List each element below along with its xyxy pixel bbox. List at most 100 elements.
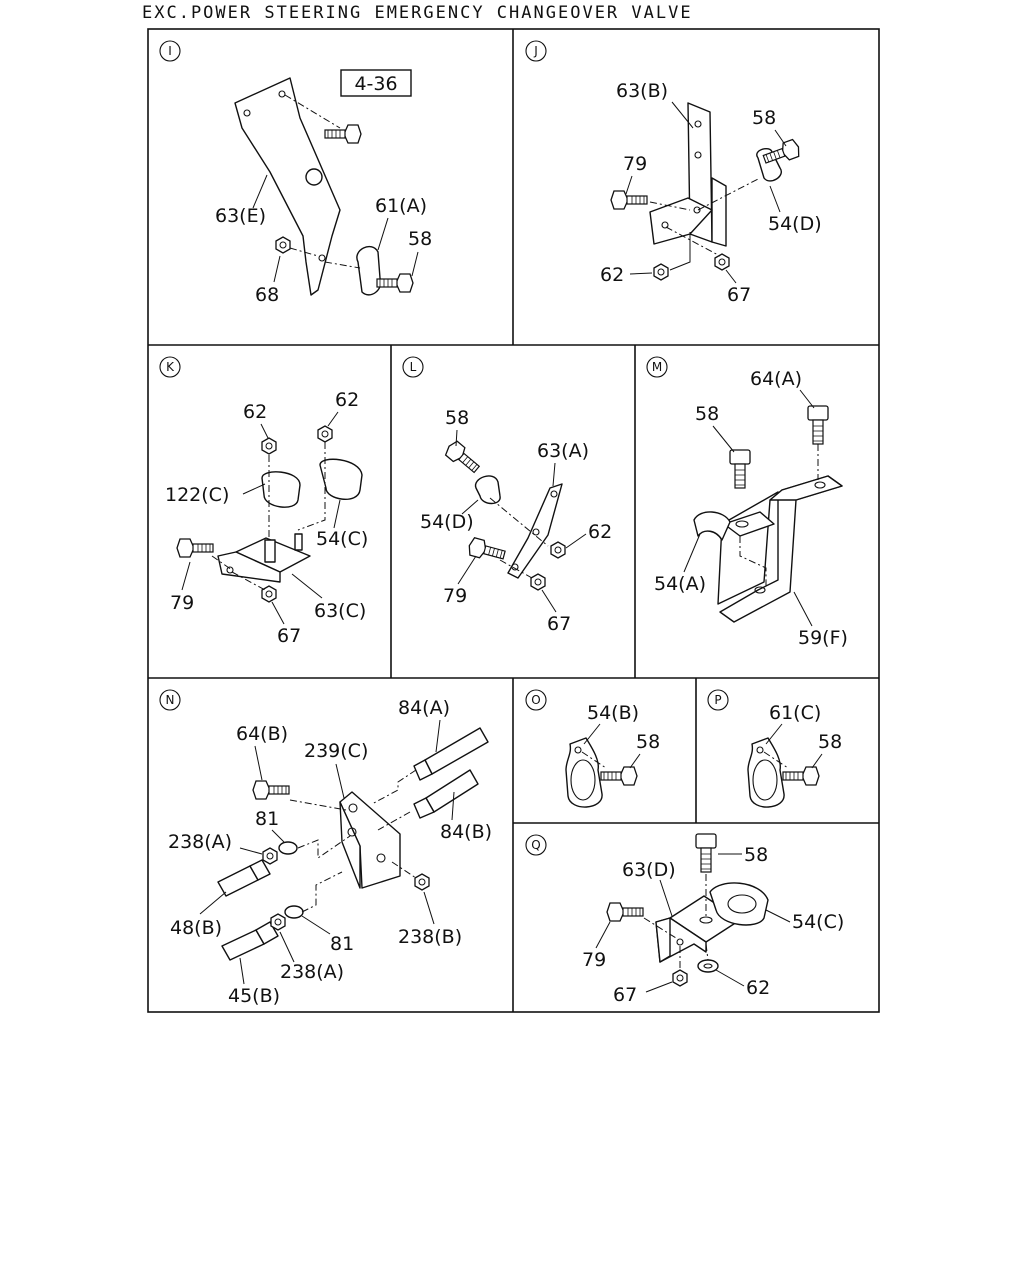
label-79: 79 [443, 585, 467, 607]
label-238B: 238(B) [398, 926, 462, 948]
label-79: 79 [170, 592, 194, 614]
label-64B: 64(B) [236, 723, 288, 745]
label-58: 58 [695, 403, 719, 425]
label-63B: 63(B) [616, 80, 668, 102]
label-48B: 48(B) [170, 917, 222, 939]
nut-icon [270, 913, 286, 931]
label-68: 68 [255, 284, 279, 306]
label-58: 58 [445, 407, 469, 429]
label-63D: 63(D) [622, 859, 676, 881]
nut-icon [550, 541, 566, 559]
label-61A: 61(A) [375, 195, 427, 217]
clip-icon [356, 246, 382, 296]
panel-I: I 4-36 63(E) 61(A) 58 68 [159, 40, 432, 306]
nut-icon [317, 425, 333, 443]
panel-J: J 63(B) 58 79 54(D) 62 67 [525, 40, 822, 306]
bracket-icon [234, 77, 341, 296]
label-122C: 122(C) [165, 484, 229, 506]
panel-tag-K: K [166, 360, 175, 374]
label-67: 67 [613, 984, 637, 1006]
washer-icon [723, 511, 775, 537]
bolt-icon [600, 766, 638, 786]
nut-icon [275, 236, 291, 254]
label-62: 62 [243, 401, 267, 423]
nut-icon [261, 437, 277, 455]
nut-icon [672, 969, 688, 987]
label-58: 58 [744, 844, 768, 866]
bolt-icon [606, 902, 644, 922]
nut-icon [697, 959, 719, 973]
label-58: 58 [818, 731, 842, 753]
bolt-icon [376, 273, 414, 293]
washer-icon [278, 841, 298, 855]
label-63A: 63(A) [537, 440, 589, 462]
label-63C: 63(C) [314, 600, 366, 622]
clip-icon [693, 511, 731, 541]
bolt-icon [324, 124, 362, 144]
bolt-icon [695, 833, 717, 873]
panel-N: N 84(A) 64(B) 239(C) 81 8 [159, 689, 492, 1007]
label-62: 62 [600, 264, 624, 286]
clip-icon [474, 475, 501, 505]
label-54D: 54(D) [768, 213, 822, 235]
hose-fitting-icon [424, 727, 489, 775]
label-84B: 84(B) [440, 821, 492, 843]
panel-tag-O: O [531, 693, 540, 707]
panel-tag-J: J [533, 44, 538, 58]
panel-tag-M: M [652, 360, 662, 374]
nut-icon [262, 847, 278, 865]
label-54D: 54(D) [420, 511, 474, 533]
nut-icon [530, 573, 546, 591]
washer-icon [284, 905, 304, 919]
label-238A: 238(A) [168, 831, 232, 853]
nut-icon [414, 873, 430, 891]
label-81: 81 [330, 933, 354, 955]
label-54A: 54(A) [654, 573, 706, 595]
label-64A: 64(A) [750, 368, 802, 390]
panel-Q: Q 58 63(D) 54(C) 79 67 62 [525, 833, 844, 1006]
bolt-icon [176, 538, 214, 558]
label-62: 62 [335, 389, 359, 411]
bolt-icon [252, 780, 290, 800]
bolt-icon [807, 405, 829, 445]
label-58: 58 [752, 107, 776, 129]
clip-icon [756, 148, 782, 182]
bolt-icon [466, 536, 508, 565]
panel-P: P 61(C) 58 [707, 689, 842, 808]
label-239C: 239(C) [304, 740, 368, 762]
panel-tag-P: P [714, 693, 721, 707]
label-62: 62 [588, 521, 612, 543]
panel-tag-L: L [410, 360, 417, 374]
label-58: 58 [636, 731, 660, 753]
panel-O: O 54(B) 58 [525, 689, 660, 808]
label-238A: 238(A) [280, 961, 344, 983]
label-67: 67 [547, 613, 571, 635]
label-79: 79 [623, 153, 647, 175]
panel-M: M 64(A) 58 54(A) 59(F) [646, 356, 848, 649]
nut-icon [653, 263, 669, 281]
label-54C: 54(C) [316, 528, 368, 550]
label-79: 79 [582, 949, 606, 971]
bolt-icon [782, 766, 820, 786]
bolt-icon [442, 438, 484, 477]
bolt-icon [610, 190, 648, 210]
bracket-icon [507, 483, 563, 579]
label-59F: 59(F) [798, 627, 848, 649]
clip-icon [709, 882, 769, 926]
clip-icon [261, 471, 301, 508]
panel-tag-I: I [168, 44, 172, 58]
clip-icon [319, 458, 363, 500]
label-61C: 61(C) [769, 702, 821, 724]
label-81: 81 [255, 808, 279, 830]
label-67: 67 [277, 625, 301, 647]
label-45B: 45(B) [228, 985, 280, 1007]
label-58: 58 [408, 228, 432, 250]
label-67: 67 [727, 284, 751, 306]
panel-tag-N: N [166, 693, 175, 707]
reference-box: 4-36 [354, 73, 397, 95]
hose-fitting-icon [221, 929, 265, 961]
label-62: 62 [746, 977, 770, 999]
label-54B: 54(B) [587, 702, 639, 724]
hose-fitting-icon [425, 769, 479, 813]
bolt-icon [729, 449, 751, 489]
